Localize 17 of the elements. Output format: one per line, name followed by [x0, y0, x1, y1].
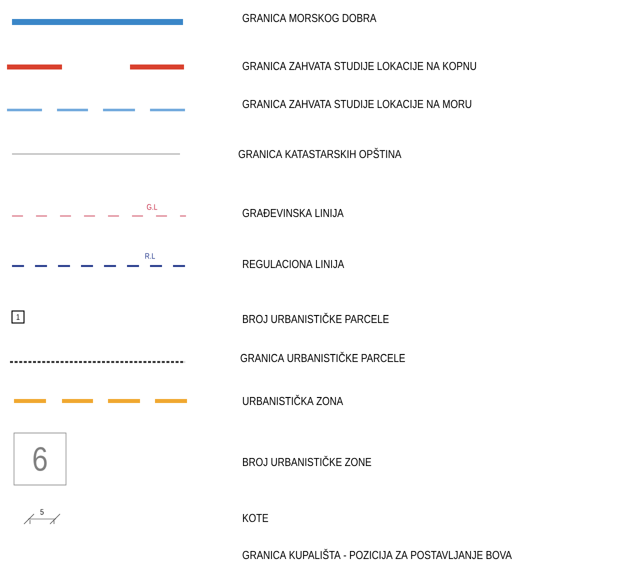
dimension-value: 5 [40, 509, 44, 515]
legend-text: URBANISTIČKA ZONA [242, 394, 344, 406]
legend-text: GRANICA KUPALIŠTA - POZICIJA ZA POSTAVLJANJE BOVA [242, 548, 512, 560]
legend-text: GRANICA ZAHVATA STUDIJE LOKACIJE NA KOPNU [242, 62, 476, 70]
legend-text: KOTE [243, 514, 268, 522]
parcel-number: 1 [12, 310, 24, 324]
legend-text: REGULACIONA LINIJA [243, 260, 344, 268]
zone-number: 6 [14, 432, 66, 486]
legend-text: GRANICA MORSKOG DOBRA [242, 14, 376, 22]
line-label: R.L [145, 253, 155, 259]
legend-text: BROJ URBANISTIČKE ZONE [243, 456, 372, 466]
legend-text: GRANICA ZAHVATA STUDIJE LOKACIJE NA MORU [242, 100, 472, 108]
legend-text: GRANICA URBANISTIČKE PARCELE [240, 352, 405, 362]
legend-text: GRAĐEVINSKA LINIJA [242, 208, 344, 218]
legend-text: GRANICA KATASTARSKIH OPŠTINA [238, 148, 402, 158]
line-label: G.L [146, 204, 158, 210]
legend-text: BROJ URBANISTIČKE PARCELE [243, 312, 389, 324]
